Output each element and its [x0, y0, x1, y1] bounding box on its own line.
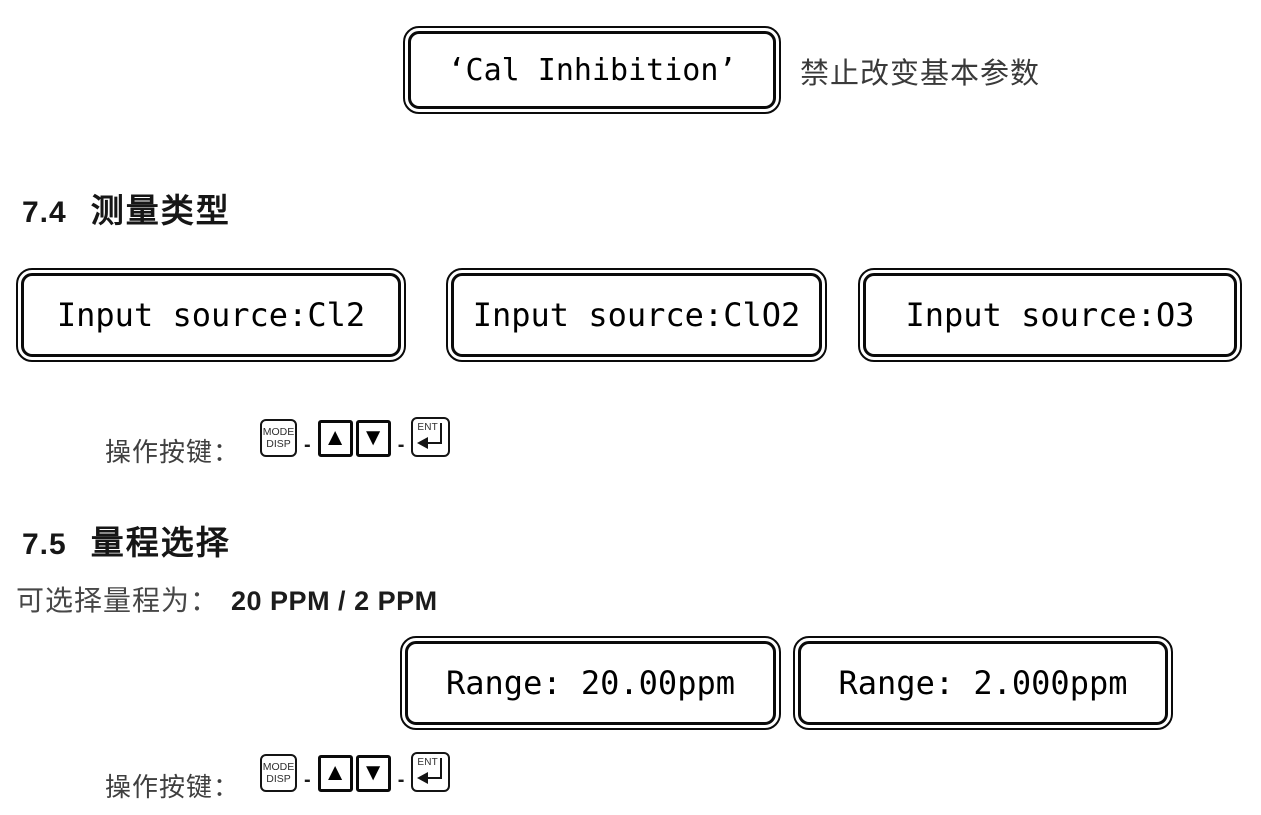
ent-key-label: ENT: [417, 422, 438, 433]
mode-key-line2: DISP: [266, 773, 291, 785]
down-arrow-icon: ▼: [361, 423, 386, 451]
section-number-7-4: 7.4: [22, 196, 67, 229]
lcd-text-range-2ppm: Range: 2.000ppm: [798, 641, 1168, 725]
section-title-7-5: 量程选择: [90, 524, 231, 561]
lcd-text-input-source-clo2: Input source:ClO2: [451, 273, 822, 357]
lcd-text-input-source-cl2: Input source:Cl2: [21, 273, 401, 357]
key-separator-dash: -: [304, 434, 311, 456]
keypad-label: 操作按键：: [105, 437, 241, 467]
range-note: 可选择量程为： 20 PPM / 2 PPM: [16, 579, 438, 619]
enter-arrow-icon: [417, 758, 443, 784]
keypad-row-1: 操作按键： MODE DISP - ▲ ▼ - ENT: [105, 415, 451, 467]
up-arrow-key: ▲: [317, 755, 353, 792]
range-note-value: 20 PPM / 2 PPM: [231, 586, 438, 616]
lcd-text-range-20ppm: Range: 20.00ppm: [405, 641, 776, 725]
ent-key: ENT: [411, 752, 451, 792]
lcd-display-cal-inhibition: ‘Cal Inhibition’: [403, 26, 781, 114]
mode-key-line1: MODE: [262, 425, 295, 438]
section-title-7-4: 测量类型: [90, 192, 231, 229]
ent-key: ENT: [411, 417, 451, 457]
lcd-text-input-source-o3: Input source:O3: [863, 273, 1237, 357]
mode-key-line2: DISP: [266, 438, 291, 450]
up-arrow-icon: ▲: [323, 758, 348, 786]
mode-disp-key: MODE DISP: [260, 754, 298, 792]
lcd-text-cal-inhibition: ‘Cal Inhibition’: [408, 31, 776, 109]
key-separator-dash: -: [397, 769, 405, 791]
ent-key-label: ENT: [417, 757, 438, 768]
enter-arrow-icon: [417, 423, 443, 449]
keypad-row-2: 操作按键： MODE DISP - ▲ ▼ - ENT: [105, 750, 451, 802]
down-arrow-key: ▼: [355, 420, 391, 457]
section-heading-7-5: 7.5 量程选择: [22, 516, 231, 564]
mode-disp-key: MODE DISP: [260, 419, 298, 457]
up-arrow-icon: ▲: [323, 423, 348, 451]
keypad-label: 操作按键：: [105, 772, 241, 802]
lcd-display-input-source-clo2: Input source:ClO2: [446, 268, 827, 362]
lcd-display-input-source-cl2: Input source:Cl2: [16, 268, 406, 362]
lcd-display-range-2ppm: Range: 2.000ppm: [793, 636, 1173, 730]
key-separator-dash: -: [397, 434, 405, 456]
key-separator-dash: -: [304, 769, 311, 791]
mode-key-line1: MODE: [262, 760, 295, 773]
down-arrow-icon: ▼: [361, 758, 386, 786]
lcd-display-range-20ppm: Range: 20.00ppm: [400, 636, 781, 730]
cal-inhibition-note: 禁止改变基本参数: [800, 58, 1041, 90]
up-arrow-key: ▲: [317, 420, 353, 457]
lcd-display-input-source-o3: Input source:O3: [858, 268, 1242, 362]
range-note-label: 可选择量程为：: [16, 585, 220, 616]
down-arrow-key: ▼: [355, 755, 391, 792]
section-number-7-5: 7.5: [22, 528, 67, 561]
section-heading-7-4: 7.4 测量类型: [22, 184, 231, 232]
